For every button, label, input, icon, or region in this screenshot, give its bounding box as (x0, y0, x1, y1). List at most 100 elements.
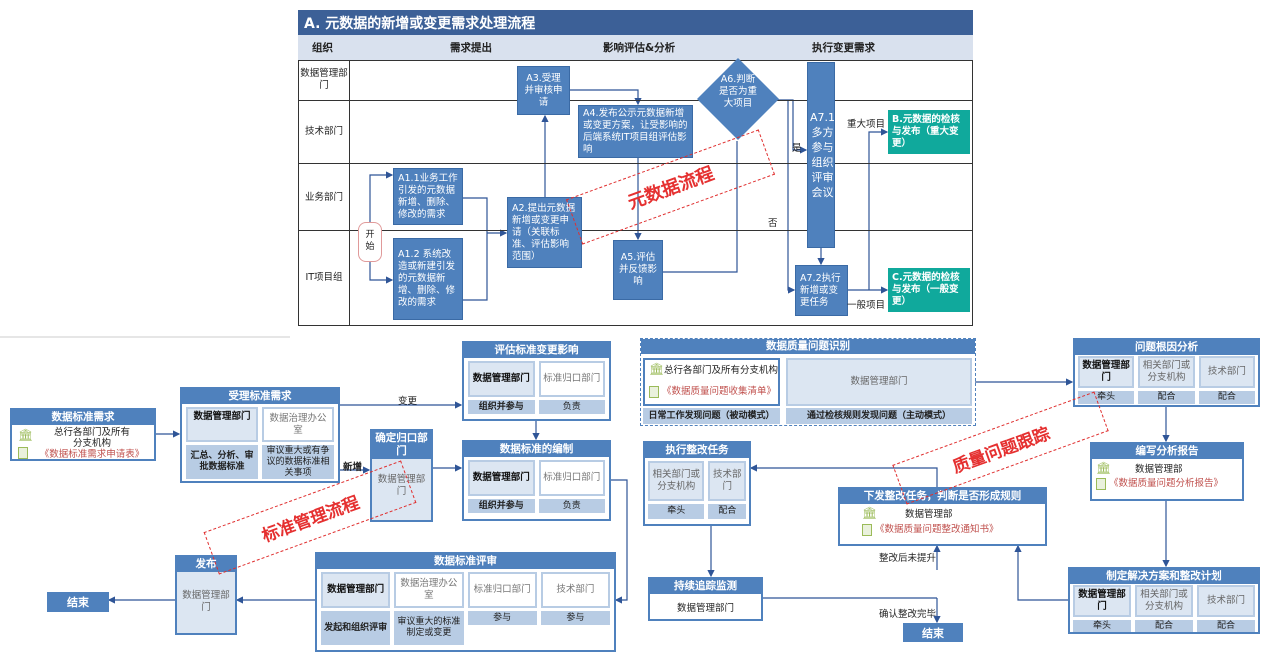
card-root-cause-analysis: 问题根因分析 数据管理部门牵头 相关部门或分支机构配合 技术部门配合 (1073, 338, 1260, 407)
card-publish: 发布 数据管理部门 (175, 555, 237, 635)
request-source: 总行各部门及所有分支机构 (53, 427, 130, 449)
step-a4: A4.发布公示元数据新增或变更方案，让受影响的后端系统IT项目组评估影响 (578, 105, 693, 158)
card-dispatch-rectification: 下发整改任务，判断是否形成规则 🏛 数据管理部 《数据质量问题整改通知书》 (838, 487, 1047, 546)
lane-data-mgmt: 数据管理部门 (300, 68, 348, 91)
role: 技术部门 (708, 461, 746, 501)
col-header-org: 组织 (312, 42, 333, 54)
step-a2: A2.提出元数据新增或变更申请（关联标准、评估影响范围） (507, 197, 582, 268)
step-a3: A3.受理并审核申请 (517, 66, 570, 115)
card-title: 数据标准需求 (12, 410, 154, 425)
bank-icon: 🏛 (862, 506, 878, 520)
duty: 牵头 (1078, 391, 1135, 404)
role: 数据管理部门 (1078, 356, 1135, 388)
duty: 配合 (708, 504, 746, 519)
label-change: 变更 (398, 396, 418, 407)
card-standard-compile: 数据标准的编制 数据管理部门组织并参与 标准归口部门负责 (462, 440, 611, 521)
duty: 发起和组织评审 (321, 611, 391, 645)
bank-icon: 🏛 (1096, 461, 1112, 475)
card-write-analysis-report: 编写分析报告 🏛 数据管理部 《数据质量问题分析报告》 (1090, 442, 1244, 501)
role: 相关部门或分支机构 (1138, 356, 1195, 388)
start-node: 开始 (358, 222, 382, 262)
standard-end-node: 结束 (47, 592, 109, 612)
role: 数据管理部门 (1073, 585, 1131, 617)
role: 技术部门 (1198, 356, 1255, 388)
card-accept-standard-request: 受理标准需求 数据管理部门汇总、分析、审批数据标准 数据治理办公室审议重大或有争… (180, 387, 340, 483)
quality-end-node: 结束 (903, 623, 963, 642)
identify-dept: 数据管理部门 (786, 358, 972, 406)
card-solution-plan: 制定解决方案和整改计划 数据管理部门牵头 相关部门或分支机构配合 技术部门配合 (1068, 567, 1260, 634)
bank-icon: 🏛 (649, 362, 665, 376)
identify-source: 总行各部门及所有分支机构 (664, 365, 779, 376)
duty: 组织并参与 (468, 499, 535, 513)
bank-icon: 🏛 (18, 428, 34, 442)
duty: 牵头 (1073, 620, 1131, 632)
lane-divider (298, 163, 973, 164)
role: 技术部门 (540, 572, 610, 608)
request-form: 《数据标准需求申请表》 (39, 449, 145, 460)
document-icon (649, 385, 659, 398)
step-a5: A5.评估并反馈影响 (613, 240, 663, 300)
card-title: 编写分析报告 (1092, 444, 1242, 459)
card-quality-issue-identify: 数据质量问题识别 🏛 总行各部门及所有分支机构 《数据质量问题收集清单》 日常工… (640, 338, 976, 426)
card-title: 评估标准变更影响 (464, 343, 609, 358)
lane-divider (298, 100, 973, 101)
monitor-dept: 数据管理部门 (676, 603, 734, 614)
document-icon (18, 447, 28, 459)
label-not-improved: 整改后未提升 (879, 553, 937, 564)
step-a1-2: A1.2 系统改造或新建引发的元数据新增、删除、修改的需求 (393, 238, 463, 320)
role: 数据管理部门 (186, 407, 258, 442)
card-title: 执行整改任务 (645, 443, 749, 458)
publish-dept: 数据管理部门 (182, 590, 230, 613)
duty: 审议重大的标准制定或变更 (394, 611, 464, 645)
duty: 汇总、分析、审批数据标准 (186, 445, 258, 479)
role: 数据治理办公室 (394, 572, 464, 608)
duty: 配合 (1198, 391, 1255, 404)
document-icon (862, 523, 872, 536)
card-title: 数据标准的编制 (464, 442, 609, 457)
card-title: 持续追踪监测 (650, 579, 761, 594)
card-title: 受理标准需求 (182, 389, 338, 404)
card-title: 发布 (177, 557, 235, 572)
label-new: 新增 (343, 462, 363, 473)
col-header-execute: 执行变更需求 (812, 42, 875, 54)
role: 标准归口部门 (538, 460, 605, 496)
card-title: 确定归口部门 (372, 431, 431, 459)
decision-a6-label: A6.判断是否为重大项目 (718, 74, 757, 109)
step-a7-2: A7.2执行新增或变更任务 (795, 265, 848, 316)
header-row (298, 35, 973, 60)
outcome-c-general: C.元数据的检核与发布（一般变更） (888, 268, 970, 312)
card-standard-request: 数据标准需求 🏛 总行各部门及所有分支机构《数据标准需求申请表》 (10, 408, 156, 461)
card-title: 问题根因分析 (1075, 340, 1258, 355)
role: 数据管理部门 (468, 361, 535, 397)
report-dept: 数据管理部 (1135, 464, 1183, 475)
role: 相关部门或分支机构 (648, 461, 705, 501)
card-continuous-monitoring: 持续追踪监测 数据管理部门 (648, 577, 763, 621)
report-form: 《数据质量问题分析报告》 (1109, 478, 1224, 489)
confirm-dept: 数据管理部门 (377, 474, 426, 497)
card-title: 制定解决方案和整改计划 (1070, 569, 1258, 584)
duty: 组织并参与 (468, 400, 535, 414)
duty: 参与 (540, 611, 610, 625)
document-icon (1096, 477, 1106, 490)
step-a1-1: A1.1业务工作引发的元数据新增、删除、修改的需求 (393, 168, 463, 225)
step-a7-1: A7.1多方参与组织评审会议 (807, 62, 835, 248)
label-confirmed: 确认整改完毕 (879, 609, 937, 620)
label-yes: 是 (792, 143, 802, 154)
role: 数据管理部门 (468, 460, 535, 496)
role: 相关部门或分支机构 (1135, 585, 1193, 617)
identify-form: 《数据质量问题收集清单》 (662, 386, 777, 397)
role: 数据管理部门 (321, 572, 391, 608)
card-execute-rectification: 执行整改任务 相关部门或分支机构牵头 技术部门配合 (643, 441, 751, 526)
lane-divider (298, 230, 973, 231)
lane-it-project: IT项目组 (305, 272, 343, 283)
card-evaluate-change-impact: 评估标准变更影响 数据管理部门组织并参与 标准归口部门负责 (462, 341, 611, 421)
outcome-b-major: B.元数据的检核与发布（重大变更） (888, 110, 970, 154)
active-mode: 通过检核规则发现问题（主动模式） (786, 408, 972, 424)
duty: 负责 (538, 400, 605, 414)
org-column-divider (349, 60, 350, 326)
role: 技术部门 (1197, 585, 1255, 617)
col-header-request: 需求提出 (450, 42, 492, 54)
role: 数据治理办公室 (262, 407, 334, 442)
label-general-project: 一般项目 (847, 300, 886, 311)
duty: 牵头 (648, 504, 705, 519)
